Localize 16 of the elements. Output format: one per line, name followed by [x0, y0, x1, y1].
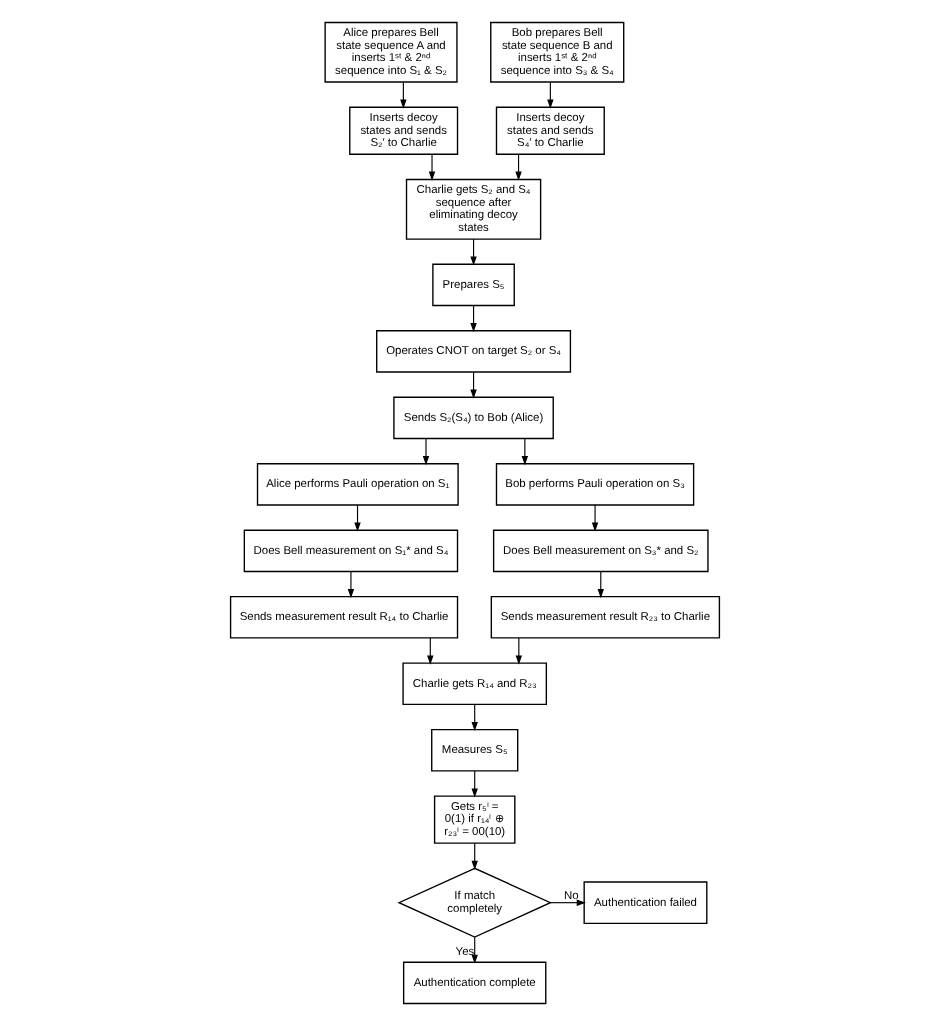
arrow [469, 305, 476, 333]
arrow [469, 371, 476, 399]
arrow [520, 437, 528, 466]
arrow [514, 153, 521, 181]
arrow [470, 703, 477, 732]
arrow [421, 437, 429, 466]
arrow [470, 936, 477, 964]
arrow [549, 899, 585, 906]
arrow [470, 842, 477, 870]
arrow [427, 153, 435, 181]
arrow [346, 570, 354, 599]
arrow [426, 637, 433, 665]
arrow [514, 637, 522, 665]
arrow [353, 504, 360, 532]
arrow [590, 504, 598, 532]
arrow [596, 570, 603, 599]
